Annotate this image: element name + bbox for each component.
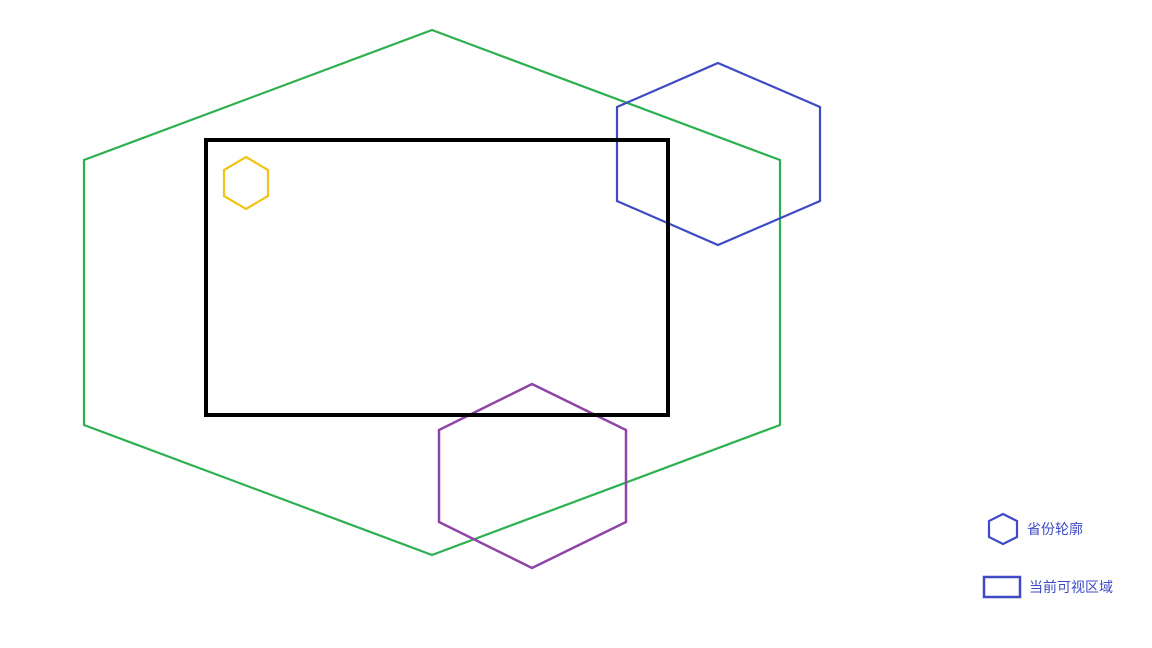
large-region-hexagon [82,28,782,557]
current-viewport-rect [204,138,670,417]
small-region-hexagon [222,155,270,211]
northeast-region-hexagon [615,61,822,247]
legend-label-viewport: 当前可视区域 [1029,580,1113,596]
legend-label-province: 省份轮廓 [1027,522,1083,538]
hexagon-icon [986,512,1022,546]
rectangle-icon [982,575,1024,599]
legend-item-viewport: 当前可视区域 [982,575,1113,599]
legend-item-province: 省份轮廓 [986,512,1083,546]
south-region-hexagon [437,382,628,570]
